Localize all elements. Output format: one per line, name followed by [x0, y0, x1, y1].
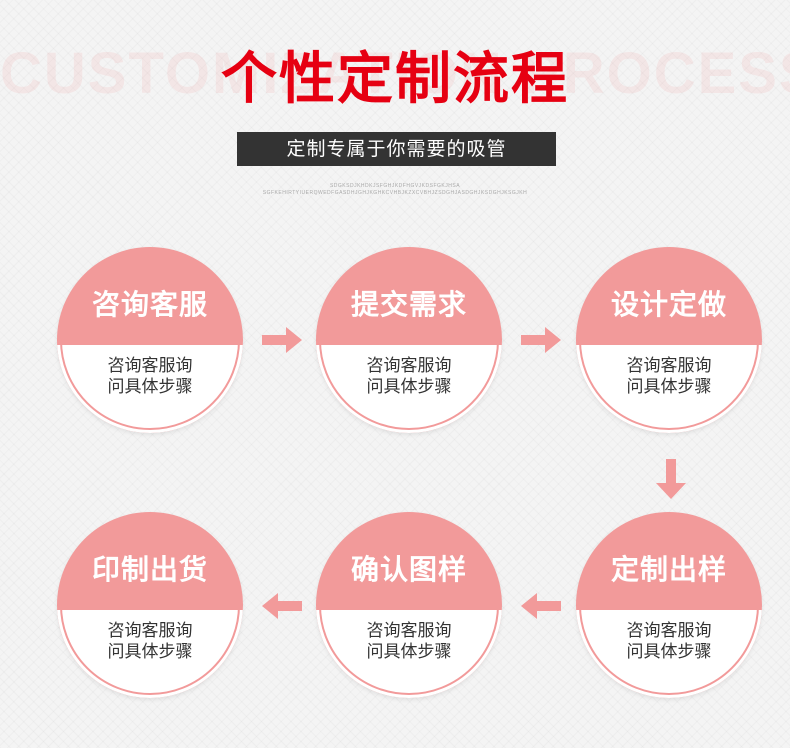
- step-title: 定制出样: [610, 553, 727, 586]
- step-description: 咨询客服询 问具体步骤: [576, 621, 762, 663]
- step-submit-requirements: 提交需求 咨询客服询 问具体步骤: [316, 247, 502, 433]
- step-description: 咨询客服询 问具体步骤: [316, 356, 502, 398]
- step-title: 印制出货: [91, 553, 208, 586]
- step-description: 咨询客服询 问具体步骤: [576, 356, 762, 398]
- step-custom-design: 设计定做 咨询客服询 问具体步骤: [576, 247, 762, 433]
- subtitle-banner: 定制专属于你需要的吸管: [237, 132, 556, 166]
- step-description-line: 咨询客服询: [107, 356, 193, 376]
- step-description: 咨询客服询 问具体步骤: [316, 621, 502, 663]
- step-lower-panel: [316, 607, 502, 698]
- step-description-line: 问具体步骤: [366, 642, 452, 662]
- step-description-line: 咨询客服询: [366, 621, 452, 641]
- step-title: 提交需求: [350, 288, 467, 321]
- fine-print-line-2: SGFKEHIRTYIUERQWEDFGASDHJGHJKGHKCVHBJKZX…: [262, 190, 528, 196]
- step-title: 咨询客服: [91, 288, 208, 321]
- step-description: 咨询客服询 问具体步骤: [57, 621, 243, 663]
- arrow-left-icon: [262, 593, 302, 619]
- step-lower-panel: [57, 342, 243, 433]
- step-lower-panel: [316, 342, 502, 433]
- step-consult-service: 咨询客服 咨询客服询 问具体步骤: [57, 247, 243, 433]
- step-description-line: 咨询客服询: [626, 621, 712, 641]
- step-description-line: 问具体步骤: [626, 642, 712, 662]
- step-title: 确认图样: [350, 553, 467, 586]
- step-description-line: 问具体步骤: [366, 377, 452, 397]
- step-description-line: 咨询客服询: [626, 356, 712, 376]
- step-description-line: 问具体步骤: [626, 377, 712, 397]
- step-confirm-artwork: 确认图样 咨询客服询 问具体步骤: [316, 512, 502, 698]
- step-print-and-ship: 印制出货 咨询客服询 问具体步骤: [57, 512, 243, 698]
- step-make-sample: 定制出样 咨询客服询 问具体步骤: [576, 512, 762, 698]
- arrow-right-icon: [262, 327, 302, 353]
- arrow-down-icon: [656, 459, 686, 499]
- step-description-line: 咨询客服询: [366, 356, 452, 376]
- step-lower-panel: [57, 607, 243, 698]
- step-description-line: 问具体步骤: [107, 642, 193, 662]
- step-description-line: 咨询客服询: [107, 621, 193, 641]
- step-lower-panel: [576, 342, 762, 433]
- fine-print-line-1: SDGKSDJKHDKJSFGHJKDFHGVJKDSFGKJHSA: [329, 183, 461, 189]
- arrow-left-icon: [521, 593, 561, 619]
- step-description-line: 问具体步骤: [107, 377, 193, 397]
- background-watermark-text: CUSTOMIZATION PROCESS: [0, 41, 790, 106]
- step-title: 设计定做: [610, 288, 727, 321]
- step-description: 咨询客服询 问具体步骤: [57, 356, 243, 398]
- step-lower-panel: [576, 607, 762, 698]
- page-title: 个性定制流程: [221, 47, 569, 112]
- arrow-right-icon: [521, 327, 561, 353]
